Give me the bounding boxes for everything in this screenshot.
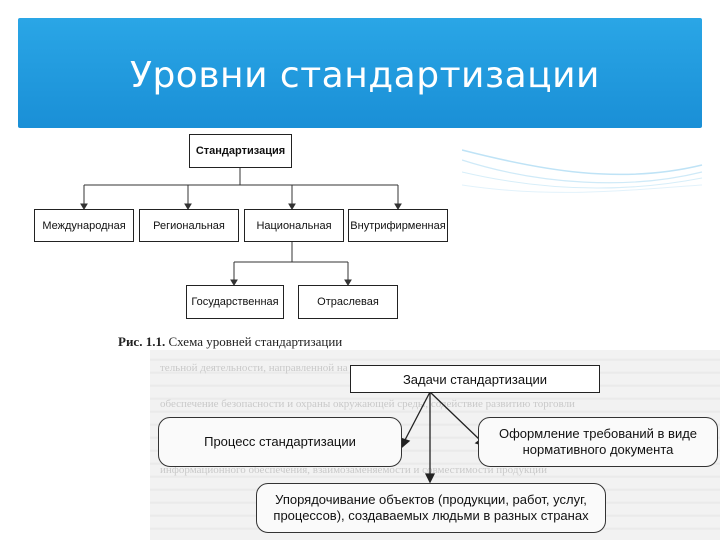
node-process: Процесс стандартизации	[158, 417, 402, 467]
node-industry: Отраслевая	[298, 285, 398, 319]
slide-title: Уровни стандартизации	[130, 55, 600, 96]
node-requirements: Оформление требований в виде нормативног…	[478, 417, 718, 467]
node-in-house: Внутрифирменная	[348, 209, 448, 242]
background-text: информационного обеспечения, взаимозамен…	[160, 464, 547, 476]
node-regional: Региональная	[139, 209, 239, 242]
node-tasks: Задачи стандартизации	[350, 365, 600, 393]
caption-text: Схема уровней стандартизации	[168, 334, 343, 349]
node-state: Государственная	[186, 285, 284, 319]
node-ordering: Упорядочивание объектов (продукции, рабо…	[256, 483, 606, 533]
node-national: Национальная	[244, 209, 344, 242]
node-international: Международная	[34, 209, 134, 242]
title-bar	[18, 18, 702, 128]
caption-prefix: Рис. 1.1.	[118, 334, 166, 349]
figure-caption: Рис. 1.1. Схема уровней стандартизации	[118, 334, 342, 350]
background-text: обеспечение безопасности и охраны окружа…	[160, 398, 575, 410]
node-standardization: Стандартизация	[189, 134, 292, 168]
